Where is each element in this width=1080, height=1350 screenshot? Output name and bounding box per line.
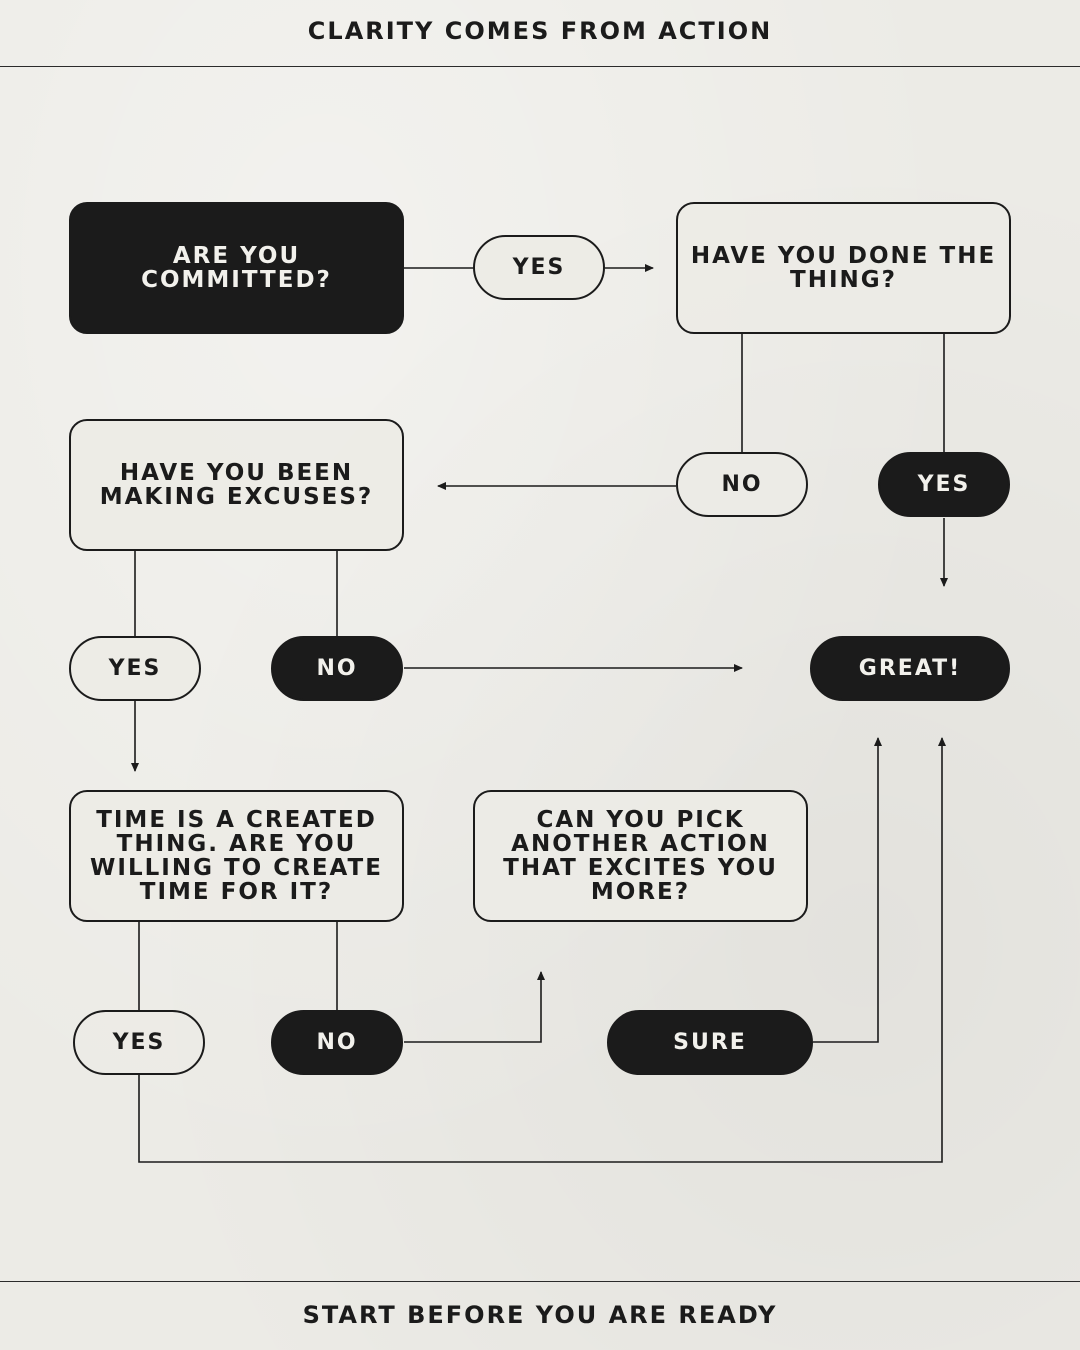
footer-tagline: START BEFORE YOU ARE READY bbox=[302, 1301, 778, 1329]
header-title: CLARITY COMES FROM ACTION bbox=[307, 17, 773, 45]
answer-another-sure: SURE bbox=[607, 1010, 813, 1075]
footer-divider bbox=[0, 1281, 1080, 1282]
question-create-time: TIME IS A CREATED THING. ARE YOU WILLING… bbox=[69, 790, 404, 922]
answer-excuses-yes: YES bbox=[69, 636, 201, 701]
header-divider bbox=[0, 66, 1080, 67]
question-making-excuses: HAVE YOU BEEN MAKING EXCUSES? bbox=[69, 419, 404, 551]
answer-time-no: NO bbox=[271, 1010, 403, 1075]
question-another-action: CAN YOU PICK ANOTHER ACTION THAT EXCITES… bbox=[473, 790, 808, 922]
question-done-the-thing: HAVE YOU DONE THE THING? bbox=[676, 202, 1011, 334]
connector-time-yes-to-great bbox=[138, 737, 946, 1163]
question-committed: ARE YOU COMMITTED? bbox=[69, 202, 404, 334]
answer-done-no: NO bbox=[676, 452, 808, 517]
connector-sure-to-great bbox=[813, 737, 882, 1043]
answer-time-yes: YES bbox=[73, 1010, 205, 1075]
answer-done-yes: YES bbox=[878, 452, 1010, 517]
answer-excuses-no: NO bbox=[271, 636, 403, 701]
connector-time-no-to-another bbox=[404, 971, 545, 1043]
answer-committed-yes: YES bbox=[473, 235, 605, 300]
result-great: GREAT! bbox=[810, 636, 1010, 701]
